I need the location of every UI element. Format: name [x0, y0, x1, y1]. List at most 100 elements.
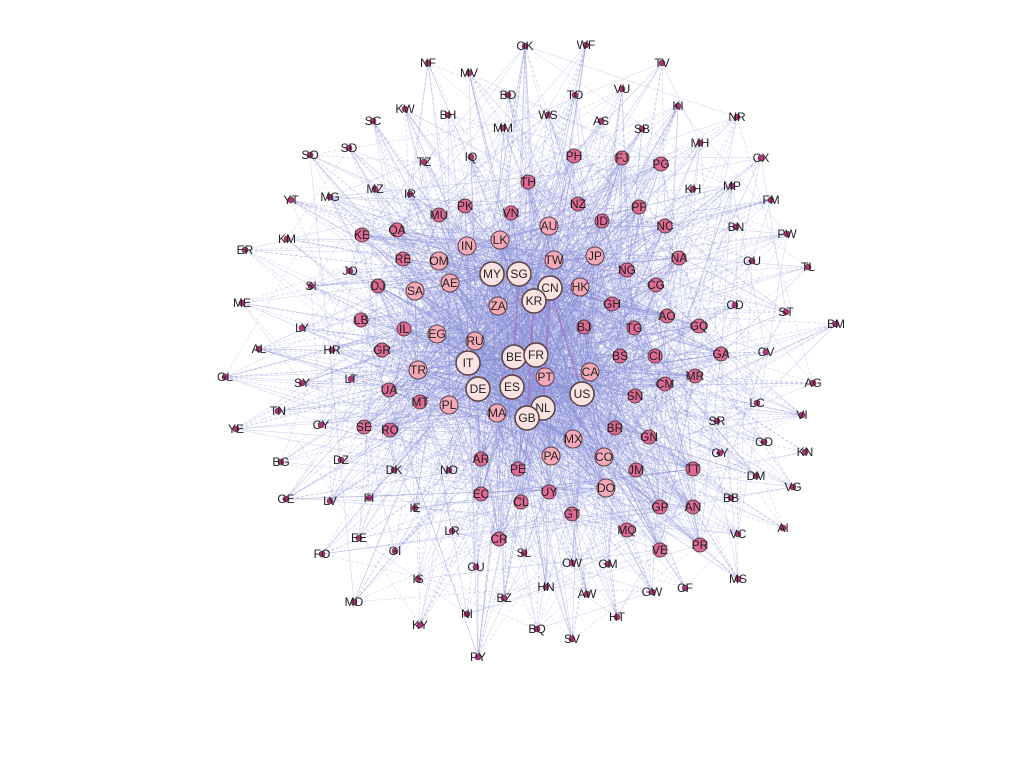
edge [518, 273, 613, 305]
node-cy: CY [313, 418, 330, 432]
node-ag: AG [804, 376, 821, 390]
edge [553, 259, 794, 488]
edge [409, 193, 515, 358]
edge [480, 273, 520, 460]
edge [520, 487, 607, 503]
edge [448, 282, 451, 406]
edge [542, 315, 668, 409]
edge [648, 436, 661, 551]
edge [621, 157, 661, 508]
edge [363, 259, 555, 428]
edge [513, 114, 549, 358]
node-ng: NG [618, 262, 636, 278]
edge [363, 220, 603, 428]
edge [417, 369, 500, 540]
node-marker [506, 261, 532, 287]
edge [491, 157, 623, 275]
edge [544, 376, 784, 529]
node-marker [395, 251, 411, 267]
edge [290, 199, 694, 508]
edge [309, 154, 425, 163]
edge [394, 376, 546, 552]
edge [477, 300, 535, 390]
edge [358, 537, 468, 615]
node-marker [431, 207, 447, 223]
edge [348, 147, 701, 546]
edge [358, 285, 379, 539]
edge [491, 273, 515, 358]
edge [583, 326, 618, 618]
edge [507, 94, 701, 546]
node-label: DO [597, 481, 615, 495]
node-gy: GY [711, 446, 728, 460]
edge [423, 161, 666, 227]
edge [527, 181, 621, 357]
edge [654, 355, 661, 551]
edge [389, 205, 466, 431]
edge [329, 340, 476, 502]
edge [414, 290, 694, 508]
edge [692, 157, 762, 470]
edge [518, 273, 635, 329]
edge [513, 356, 637, 471]
edge [548, 414, 803, 493]
edge [467, 362, 574, 440]
edge [436, 273, 493, 335]
edge [301, 273, 520, 329]
edge [549, 226, 737, 289]
node-label: VI [796, 408, 807, 422]
edge [571, 506, 661, 564]
node-na: NA [671, 250, 687, 266]
edge [321, 506, 694, 555]
edge [518, 120, 602, 275]
edge [477, 157, 762, 390]
edge [353, 287, 551, 603]
edge [389, 417, 528, 431]
node-label: PA [543, 449, 558, 463]
edge [533, 300, 666, 385]
edge [280, 461, 550, 493]
edge [448, 383, 666, 406]
edge [477, 273, 493, 390]
edge [581, 393, 661, 551]
edge [594, 233, 788, 257]
edge [438, 205, 466, 262]
edge [571, 188, 694, 515]
node-ki: KI [672, 99, 683, 113]
node-label: HK [572, 280, 589, 294]
node-is: IS [412, 572, 423, 586]
edge [498, 538, 618, 618]
edge [526, 325, 700, 419]
edge [605, 487, 739, 535]
node-sb: SB [634, 122, 650, 136]
edge [549, 287, 616, 429]
edge [290, 199, 416, 509]
edge [480, 468, 694, 495]
edge [716, 420, 721, 454]
edge [480, 257, 680, 495]
node-marker [487, 403, 507, 423]
node-label: SL [517, 546, 532, 560]
edge [511, 269, 628, 388]
node-label: LY [295, 321, 309, 335]
node-cl: CL [513, 494, 529, 510]
node-marker [569, 381, 595, 407]
edge [451, 233, 788, 532]
edge [526, 105, 679, 419]
edge [467, 362, 653, 593]
edge [553, 259, 591, 373]
node-ci: CI [647, 348, 663, 364]
edge [321, 155, 575, 555]
edge [419, 388, 479, 626]
node-label: HT [609, 610, 626, 624]
edge [402, 258, 493, 275]
edge [536, 591, 653, 630]
edge [449, 282, 636, 397]
edge [467, 362, 653, 593]
node-label: JO [342, 264, 357, 278]
edge [497, 305, 656, 357]
edge [358, 369, 419, 539]
edge [571, 513, 618, 618]
edge [518, 273, 537, 356]
node-label: AL [252, 342, 267, 356]
